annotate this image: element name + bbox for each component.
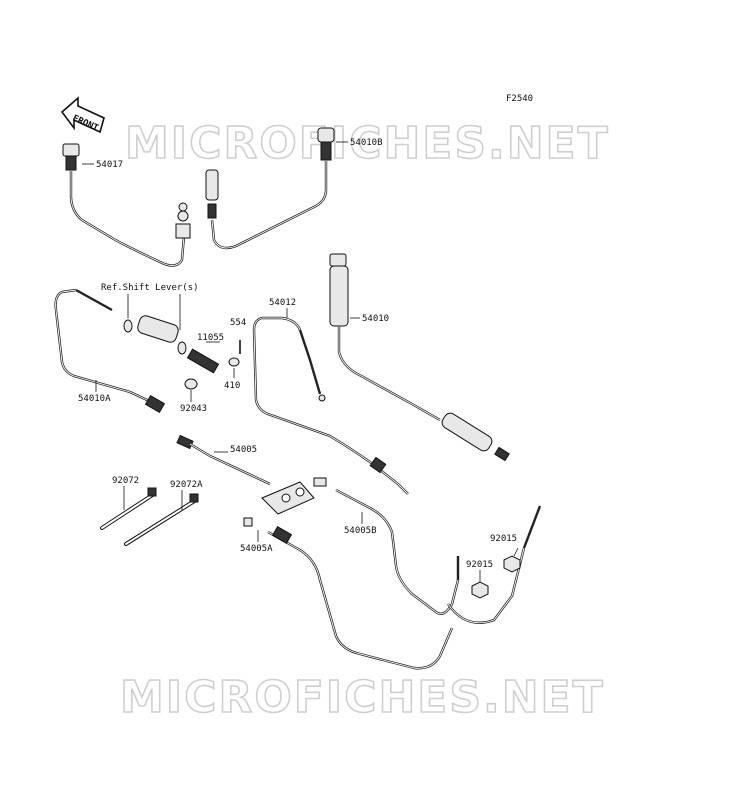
cable-54017 — [62, 143, 191, 267]
label-92072: 92072 — [112, 476, 139, 486]
label-54010A: 54010A — [78, 394, 111, 404]
bracket-11055 — [184, 348, 220, 390]
label-54005B: 54005B — [344, 526, 377, 536]
front-arrow-icon: FRONT — [60, 96, 105, 134]
cable-equalizer-block — [243, 477, 327, 527]
label-92015-right: 92015 — [490, 534, 517, 544]
figure-code: F2540 — [506, 94, 533, 104]
watermark-top: MICROFICHES.NET — [125, 118, 610, 169]
label-554: 554 — [230, 318, 246, 328]
cable-54005B — [335, 488, 542, 624]
nut-92015-right — [503, 555, 521, 573]
shift-lever-boot-parts — [123, 315, 187, 355]
cable-tie-92072A — [124, 493, 199, 546]
label-54005: 54005 — [230, 445, 257, 455]
ref-shift-lever-note: Ref.Shift Lever(s) — [101, 283, 199, 293]
cable-54010 — [329, 253, 510, 462]
cable-54005A — [267, 525, 454, 670]
cable-54005 — [176, 434, 271, 486]
label-54010: 54010 — [362, 314, 389, 324]
label-11055: 11055 — [197, 333, 224, 343]
label-92072A: 92072A — [170, 480, 203, 490]
label-54010B: 54010B — [350, 138, 383, 148]
cable-54010B — [205, 127, 335, 250]
label-92043: 92043 — [180, 404, 207, 414]
cable-54010A — [54, 288, 166, 414]
label-410: 410 — [224, 381, 240, 391]
label-92015-left: 92015 — [466, 560, 493, 570]
cable-54012 — [252, 316, 409, 495]
label-54017: 54017 — [96, 160, 123, 170]
nut-92015-left — [471, 581, 489, 599]
cable-tie-92072 — [100, 487, 157, 530]
watermark-bottom: MICROFICHES.NET — [120, 672, 605, 723]
label-54005A: 54005A — [240, 544, 273, 554]
washer-410 — [228, 357, 240, 367]
label-54012: 54012 — [269, 298, 296, 308]
